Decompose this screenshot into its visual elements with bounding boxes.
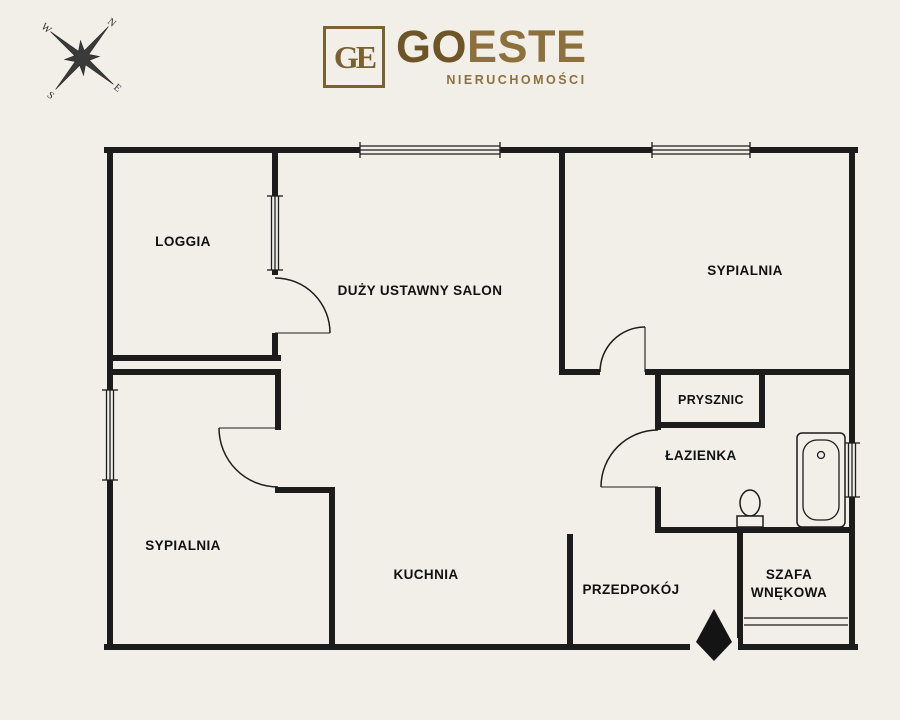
- room-labels: LOGGIA DUŻY USTAWNY SALON SYPIALNIA PRYS…: [145, 234, 827, 600]
- room-label-salon: DUŻY USTAWNY SALON: [338, 283, 503, 298]
- room-label-szafa-line1: SZAFA: [766, 567, 812, 582]
- compass-star: [50, 26, 114, 90]
- room-label-sypialnia-bottom: SYPIALNIA: [145, 538, 221, 553]
- bedroom-bottom-door-arc: [218, 427, 279, 488]
- room-label-szafa-line2: WNĘKOWA: [751, 585, 827, 600]
- windows: [102, 142, 860, 498]
- room-label-prysznic: PRYSZNIC: [678, 393, 744, 407]
- doors: [218, 277, 659, 488]
- logo-name-go: GO: [396, 21, 468, 72]
- compass-east-label: E: [111, 82, 123, 94]
- fixtures: [696, 432, 848, 661]
- entrance-door-icon: [696, 609, 732, 661]
- toilet-bowl: [739, 489, 761, 517]
- openings: [101, 142, 861, 656]
- room-label-loggia: LOGGIA: [155, 234, 211, 249]
- room-label-przedpokoj: PRZEDPOKÓJ: [582, 582, 679, 597]
- bathroom-door-arc: [600, 429, 659, 488]
- loggia-door-arc: [274, 277, 331, 334]
- logo-monogram: GE: [323, 26, 385, 88]
- bathtub-inner: [802, 439, 840, 521]
- logo-text: GOESTE NIERUCHOMOŚCI: [396, 24, 587, 87]
- logo-name-este: ESTE: [467, 21, 587, 72]
- bedroom-top-door-arc: [599, 326, 646, 373]
- bathtub-drain: [816, 450, 826, 460]
- walls: [104, 147, 858, 650]
- agency-logo: GE GOESTE NIERUCHOMOŚCI: [323, 24, 587, 88]
- room-label-sypialnia-top: SYPIALNIA: [707, 263, 783, 278]
- compass-rose: N E S W: [39, 16, 123, 102]
- logo-name: GOESTE: [396, 24, 587, 69]
- compass-south-label: S: [45, 90, 57, 102]
- toilet-tank: [736, 515, 764, 528]
- bathtub: [796, 432, 846, 528]
- room-label-kuchnia: KUCHNIA: [393, 567, 458, 582]
- room-label-lazienka: ŁAZIENKA: [665, 448, 736, 463]
- logo-tagline: NIERUCHOMOŚCI: [446, 72, 587, 87]
